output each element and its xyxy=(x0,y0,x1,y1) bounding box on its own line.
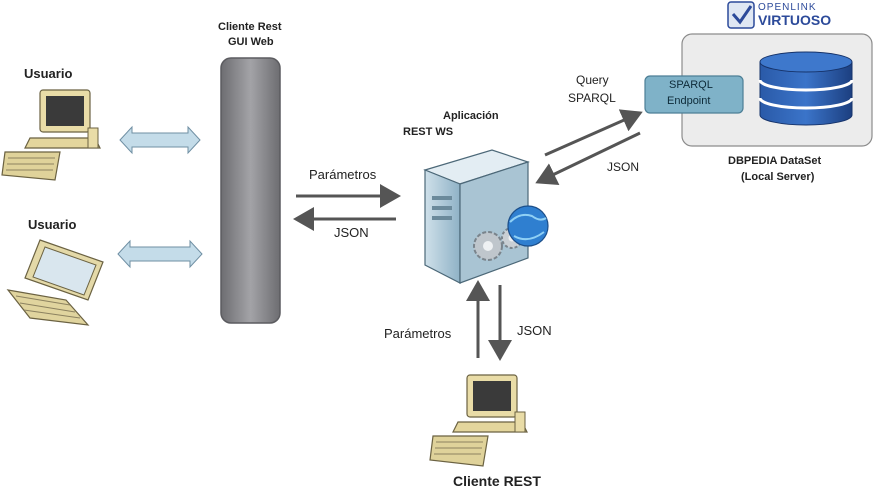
query-label-line2: SPARQL xyxy=(568,91,616,105)
gui-web-bar xyxy=(220,57,281,324)
sparql-endpoint-box xyxy=(644,75,744,114)
json-arrow-back xyxy=(535,131,641,186)
app-label-line1: Aplicación xyxy=(443,110,499,122)
query-label-line1: Query xyxy=(576,73,609,87)
client-computer-icon xyxy=(429,374,528,467)
app-label-line2: REST WS xyxy=(403,126,454,138)
double-arrow-user2 xyxy=(117,239,203,269)
endpoint-label-line1: SPARQL xyxy=(669,79,713,91)
params-left-label: Parámetros xyxy=(309,167,377,182)
gui-label-line1: Cliente Rest xyxy=(218,21,282,33)
database-icon xyxy=(758,51,854,126)
query-arrow xyxy=(544,109,643,157)
user1-label: Usuario xyxy=(24,66,73,81)
dbpedia-label-line1: DBPEDIA DataSet xyxy=(728,155,822,167)
dbpedia-label-line2: (Local Server) xyxy=(741,171,815,183)
logo-virtuoso: VIRTUOSO xyxy=(758,12,832,28)
globe-icon xyxy=(507,205,549,247)
gui-label-line2: GUI Web xyxy=(228,36,274,48)
user2-label: Usuario xyxy=(28,217,77,232)
json-bottom-label: JSON xyxy=(517,323,552,338)
double-arrow-user1 xyxy=(119,125,201,155)
client-rest-label: Cliente REST xyxy=(453,473,541,489)
endpoint-label-line2: Endpoint xyxy=(667,95,711,107)
logo-openlink: OPENLINK xyxy=(758,2,817,13)
desktop-computer-icon xyxy=(1,89,101,181)
virtuoso-logo-icon xyxy=(727,1,755,29)
params-bottom-label: Parámetros xyxy=(384,326,452,341)
json-right-label: JSON xyxy=(607,160,640,174)
laptop-icon xyxy=(6,239,104,326)
json-left-label: JSON xyxy=(334,225,369,240)
